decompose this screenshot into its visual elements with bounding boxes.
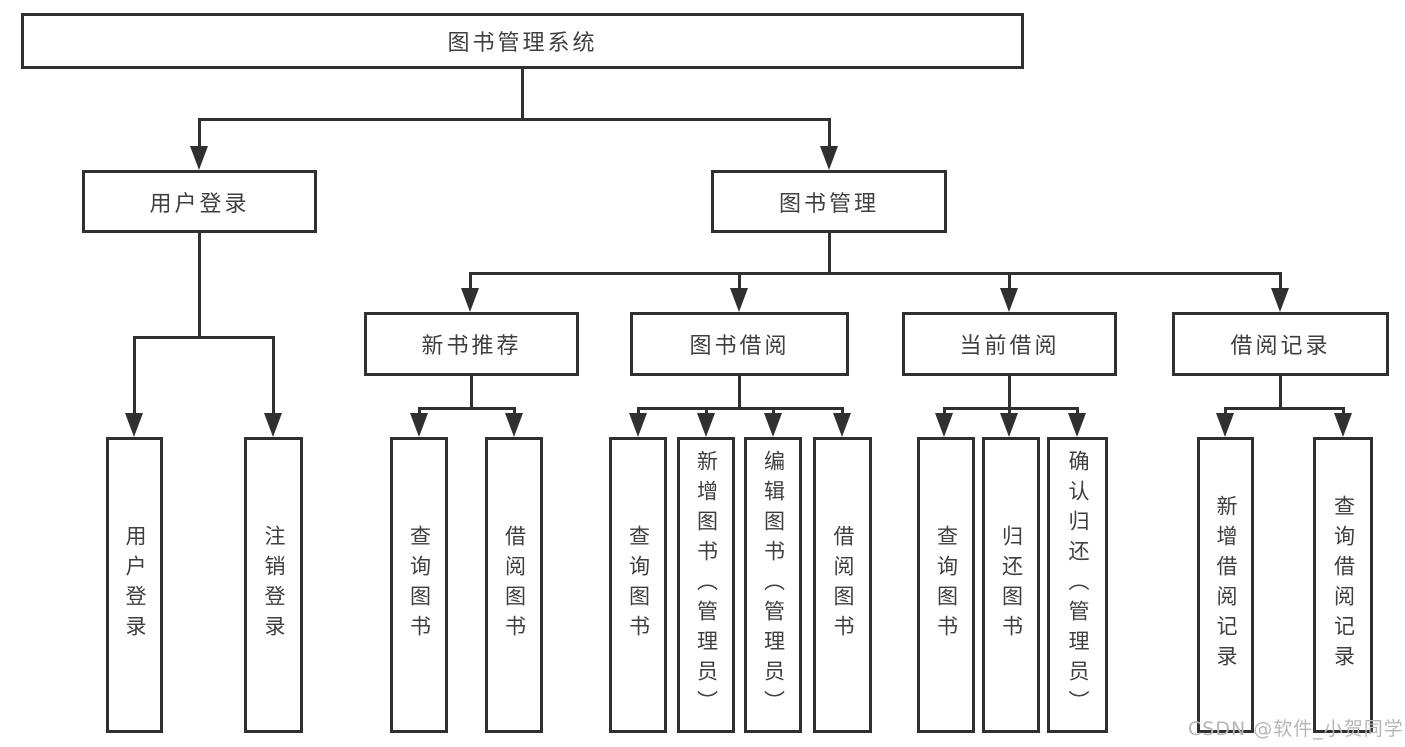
arrow-down-icon: [264, 413, 282, 437]
connector-line: [1225, 407, 1343, 410]
leaf-label: 借阅图书: [831, 525, 855, 645]
connector-line: [738, 376, 741, 407]
connector-line: [470, 272, 1281, 275]
node-label: 图书借阅: [689, 334, 790, 359]
leaf-add-borrow-record: 新增借阅记录: [1197, 437, 1254, 733]
arrow-down-icon: [935, 413, 953, 437]
connector-line: [638, 407, 843, 410]
arrow-down-icon: [820, 146, 838, 170]
leaf-borrow-books-recommend: 借阅图书: [485, 437, 543, 733]
arrow-down-icon: [505, 413, 523, 437]
connector-line: [828, 118, 831, 148]
leaf-label: 查询图书: [407, 525, 432, 645]
connector-line: [738, 272, 741, 290]
leaf-add-books-admin: 新增图书（管理员）: [677, 437, 735, 733]
leaf-label: 编辑图书（管理员）: [761, 450, 786, 720]
connector-line: [828, 233, 831, 272]
connector-line: [1279, 272, 1282, 290]
node-label: 图书管理: [778, 191, 879, 217]
node-label: 图书管理系统: [447, 31, 598, 56]
node-book-borrowing: 图书借阅: [630, 312, 849, 376]
leaf-logout: 注销登录: [244, 437, 303, 733]
arrow-down-icon: [461, 288, 479, 312]
leaf-label: 借阅图书: [502, 525, 527, 645]
connector-line: [419, 407, 515, 410]
arrow-down-icon: [697, 413, 715, 437]
leaf-return-books: 归还图书: [982, 437, 1040, 733]
connector-line: [521, 69, 524, 118]
connector-line: [198, 118, 831, 121]
node-label: 用户登录: [149, 191, 250, 217]
connector-line: [198, 233, 201, 336]
connector-line: [705, 407, 708, 415]
arrow-down-icon: [730, 288, 748, 312]
arrow-down-icon: [190, 146, 208, 170]
node-borrowing-records: 借阅记录: [1172, 312, 1389, 376]
connector-line: [772, 407, 775, 415]
arrow-down-icon: [1271, 288, 1289, 312]
connector-line: [513, 407, 516, 415]
connector-line: [1008, 272, 1011, 290]
leaf-query-books-recommend: 查询图书: [390, 437, 448, 733]
arrow-down-icon: [1216, 413, 1234, 437]
leaf-confirm-return-admin: 确认归还（管理员）: [1047, 437, 1108, 733]
connector-line: [1008, 407, 1011, 415]
node-label: 借阅记录: [1230, 334, 1331, 359]
connector-line: [418, 407, 421, 415]
leaf-query-borrow-record: 查询借阅记录: [1313, 437, 1373, 733]
leaf-label: 新增借阅记录: [1214, 495, 1238, 675]
leaf-label: 查询图书: [626, 525, 651, 645]
leaf-edit-books-admin: 编辑图书（管理员）: [744, 437, 802, 733]
node-label: 当前借阅: [959, 334, 1060, 359]
leaf-user-login: 用户登录: [106, 437, 163, 733]
arrow-down-icon: [764, 413, 782, 437]
leaf-label: 查询图书: [934, 525, 959, 645]
leaf-borrow-books: 借阅图书: [813, 437, 872, 733]
leaf-label: 新增图书（管理员）: [694, 450, 719, 720]
node-new-book-recommend: 新书推荐: [364, 312, 579, 376]
leaf-label: 查询借阅记录: [1331, 495, 1356, 675]
arrow-down-icon: [1000, 413, 1018, 437]
connector-line: [133, 336, 136, 415]
connector-line: [943, 407, 946, 415]
connector-line: [841, 407, 844, 415]
connector-line: [1279, 376, 1282, 407]
connector-line: [134, 336, 274, 339]
node-library-system: 图书管理系统: [21, 13, 1024, 69]
connector-line: [944, 407, 1078, 410]
leaf-label: 归还图书: [999, 525, 1024, 645]
connector-line: [272, 336, 275, 415]
leaf-query-books-borrowing: 查询图书: [609, 437, 667, 733]
connector-line: [637, 407, 640, 415]
leaf-label: 确认归还（管理员）: [1066, 450, 1090, 720]
connector-line: [1008, 376, 1011, 407]
connector-line: [1076, 407, 1079, 415]
arrow-down-icon: [1000, 288, 1018, 312]
node-user-login: 用户登录: [82, 170, 317, 233]
connector-line: [1224, 407, 1227, 415]
leaf-query-books-current: 查询图书: [917, 437, 975, 733]
leaf-label: 注销登录: [262, 525, 286, 645]
leaf-label: 用户登录: [123, 525, 147, 645]
arrow-down-icon: [410, 413, 428, 437]
arrow-down-icon: [125, 413, 143, 437]
arrow-down-icon: [1068, 413, 1086, 437]
arrow-down-icon: [833, 413, 851, 437]
arrow-down-icon: [629, 413, 647, 437]
connector-line: [198, 118, 201, 148]
connector-line: [470, 376, 473, 407]
node-label: 新书推荐: [421, 334, 522, 359]
connector-line: [1342, 407, 1345, 415]
connector-line: [469, 272, 472, 290]
watermark: CSDN @软件_小贺同学: [1188, 718, 1404, 740]
node-book-management: 图书管理: [711, 170, 947, 233]
node-current-borrowing: 当前借阅: [902, 312, 1117, 376]
arrow-down-icon: [1334, 413, 1352, 437]
